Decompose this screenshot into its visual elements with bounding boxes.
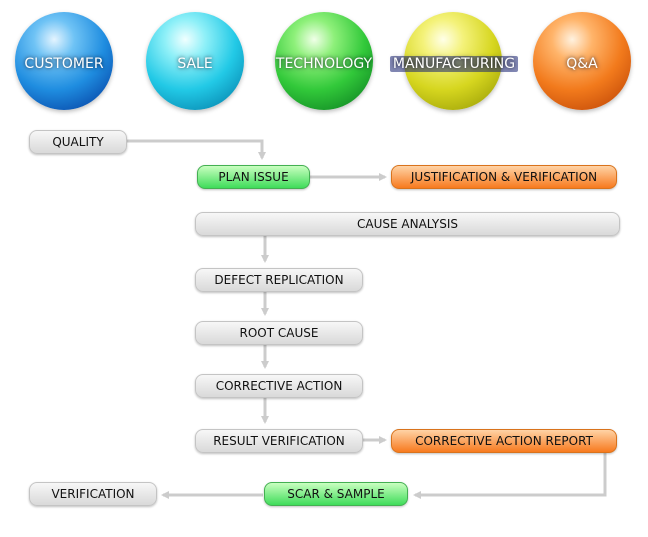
- cause-analysis-box: CAUSE ANALYSIS: [195, 212, 620, 236]
- corrective-action-box: CORRECTIVE ACTION: [195, 374, 363, 398]
- manufacturing-label: MANUFACTURING: [389, 56, 519, 72]
- technology-sphere: [275, 12, 373, 110]
- arrow-report-scar: [413, 452, 607, 499]
- quality-box: QUALITY: [29, 130, 127, 154]
- technology-label: TECHNOLOGY: [275, 56, 373, 72]
- sale-sphere: [146, 12, 244, 110]
- customer-label: CUSTOMER: [24, 56, 104, 72]
- defect-replication-box: DEFECT REPLICATION: [195, 268, 363, 292]
- sale-label: SALE: [177, 56, 213, 72]
- verification-box: VERIFICATION: [29, 482, 157, 506]
- corrective-action-report-box: CORRECTIVE ACTION REPORT: [391, 429, 617, 453]
- arrow-quality-plan: [126, 139, 266, 160]
- result-verification-box: RESULT VERIFICATION: [195, 429, 363, 453]
- scar-sample-box: SCAR & SAMPLE: [264, 482, 408, 506]
- root-cause-box: ROOT CAUSE: [195, 321, 363, 345]
- customer-sphere: [15, 12, 113, 110]
- qa-sphere: [533, 12, 631, 110]
- qa-label: Q&A: [566, 56, 598, 72]
- plan-issue-box: PLAN ISSUE: [197, 165, 310, 189]
- justification-verification-box: JUSTIFICATION & VERIFICATION: [391, 165, 617, 189]
